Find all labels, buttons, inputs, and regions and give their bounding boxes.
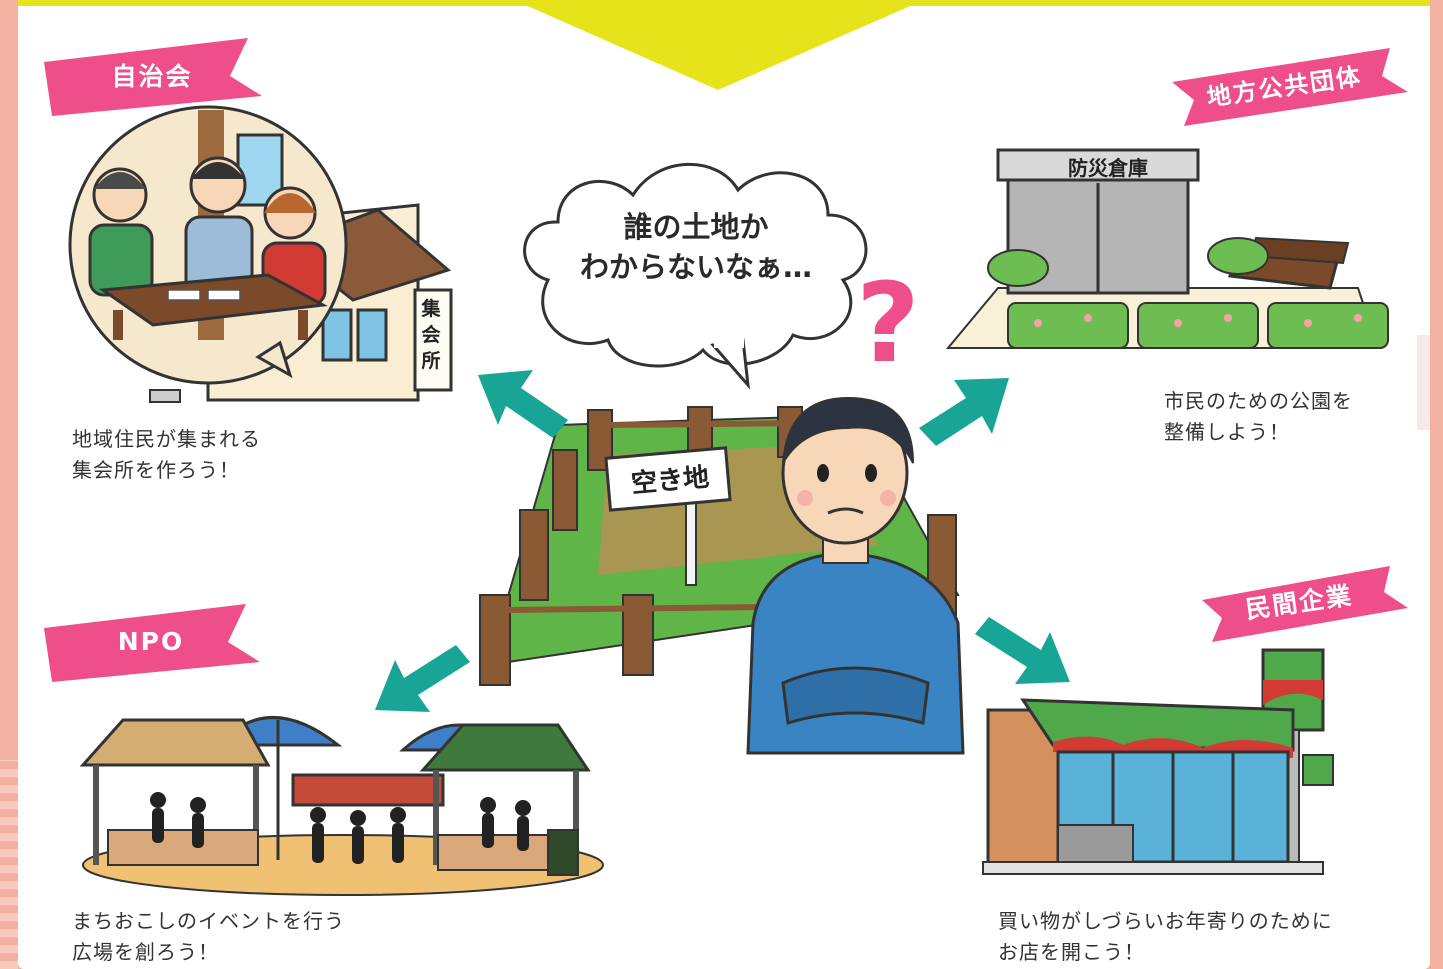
caption-jichikai: 地域住民が集まれる 集会所を作ろう！ bbox=[72, 424, 261, 486]
ribbon-minkan: 民間企業 bbox=[1188, 560, 1410, 642]
caption-minkan: 買い物がしづらいお年寄りのために お店を開こう！ bbox=[998, 906, 1333, 968]
caption-npo-line2: 広場を創ろう！ bbox=[72, 940, 219, 964]
arrow-to-npo bbox=[375, 645, 470, 712]
caption-jichikai-line2: 集会所を作ろう！ bbox=[72, 458, 240, 482]
bubble-text: 誰の土地か わからないなぁ… bbox=[536, 207, 856, 287]
caption-chiho-line2: 整備しよう！ bbox=[1164, 420, 1290, 444]
illustration-park bbox=[945, 148, 1389, 349]
main-panel: 自治会 集会所 地域住民が集まれる 集会所を作ろう！ bbox=[18, 0, 1430, 969]
building-sign: 集会所 bbox=[421, 298, 441, 372]
bubble-line1: 誰の土地か bbox=[623, 210, 769, 244]
ribbon-chiho: 地方公共団体 bbox=[1158, 42, 1410, 126]
ribbon-jichikai: 自治会 bbox=[40, 34, 264, 116]
label-npo: NPO bbox=[117, 626, 185, 656]
label-jichikai: 自治会 bbox=[111, 62, 193, 91]
caption-chiho-line1: 市民のための公園を bbox=[1164, 389, 1353, 413]
ribbon-npo: NPO bbox=[40, 600, 262, 682]
thought-bubble bbox=[523, 162, 868, 390]
arrow-to-minkan bbox=[975, 617, 1070, 684]
illustration-man bbox=[746, 396, 965, 755]
illustration-event-square bbox=[79, 716, 604, 896]
shed-sign: 防災倉庫 bbox=[1068, 156, 1148, 180]
arrow-to-chiho bbox=[919, 378, 1009, 446]
illustration-community-hall bbox=[68, 105, 453, 403]
left-border-decoration bbox=[0, 760, 18, 969]
caption-npo: まちおこしのイベントを行う 広場を創ろう！ bbox=[72, 906, 345, 968]
illustration-store bbox=[982, 648, 1334, 875]
caption-npo-line1: まちおこしのイベントを行う bbox=[72, 909, 345, 933]
caption-minkan-line1: 買い物がしづらいお年寄りのために bbox=[998, 909, 1333, 933]
bubble-line2: わからないなぁ… bbox=[579, 250, 812, 284]
side-tab bbox=[1417, 335, 1430, 430]
caption-minkan-line2: お店を開こう！ bbox=[998, 940, 1145, 964]
arrow-to-jichikai bbox=[478, 370, 568, 438]
caption-chiho: 市民のための公園を 整備しよう！ bbox=[1164, 386, 1353, 448]
funnel-triangle bbox=[514, 0, 924, 90]
caption-jichikai-line1: 地域住民が集まれる bbox=[72, 427, 261, 451]
question-mark: ? bbox=[856, 259, 920, 387]
